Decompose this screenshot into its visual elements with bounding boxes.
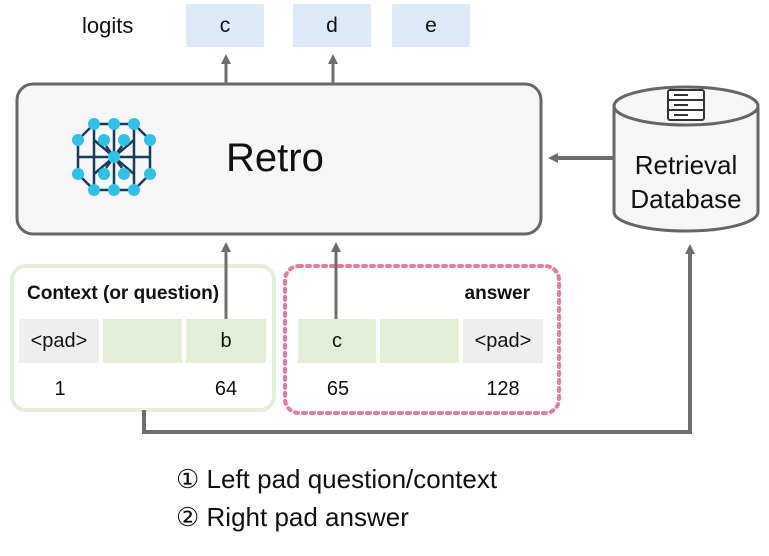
context-to-database-arrow bbox=[142, 244, 695, 434]
database-label-line2: Database bbox=[630, 184, 742, 214]
context-middle-cell bbox=[103, 319, 182, 363]
answer-position-start: 65 bbox=[326, 378, 350, 400]
context-pad-cell: <pad> bbox=[19, 319, 99, 363]
context-position-end: 64 bbox=[214, 378, 238, 400]
logit-token-d: d bbox=[293, 4, 371, 47]
molecule-nodes bbox=[72, 118, 156, 196]
logit-token-e: e bbox=[392, 4, 470, 47]
database-label-line1: Retrieval bbox=[634, 150, 738, 180]
context-position-start: 1 bbox=[54, 378, 66, 400]
logit-token-c: c bbox=[186, 4, 264, 47]
legend-item-right-pad: ② Right pad answer bbox=[176, 502, 409, 532]
answer-pad-cell: <pad> bbox=[463, 319, 543, 363]
context-label: Context (or question) bbox=[27, 283, 220, 304]
answer-token-c-cell: c bbox=[298, 319, 376, 363]
answer-position-end: 128 bbox=[486, 378, 520, 400]
retrieval-database-cylinder bbox=[612, 85, 760, 233]
logits-label: logits bbox=[82, 13, 134, 38]
answer-box bbox=[283, 264, 561, 415]
answer-label: answer bbox=[464, 283, 530, 304]
server-rack-icon bbox=[667, 89, 705, 121]
legend-item-left-pad: ① Left pad question/context bbox=[176, 464, 498, 494]
context-token-b-cell: b bbox=[186, 319, 266, 363]
retro-box bbox=[15, 82, 543, 236]
answer-middle-cell bbox=[380, 319, 459, 363]
model-label: Retro bbox=[226, 136, 324, 180]
